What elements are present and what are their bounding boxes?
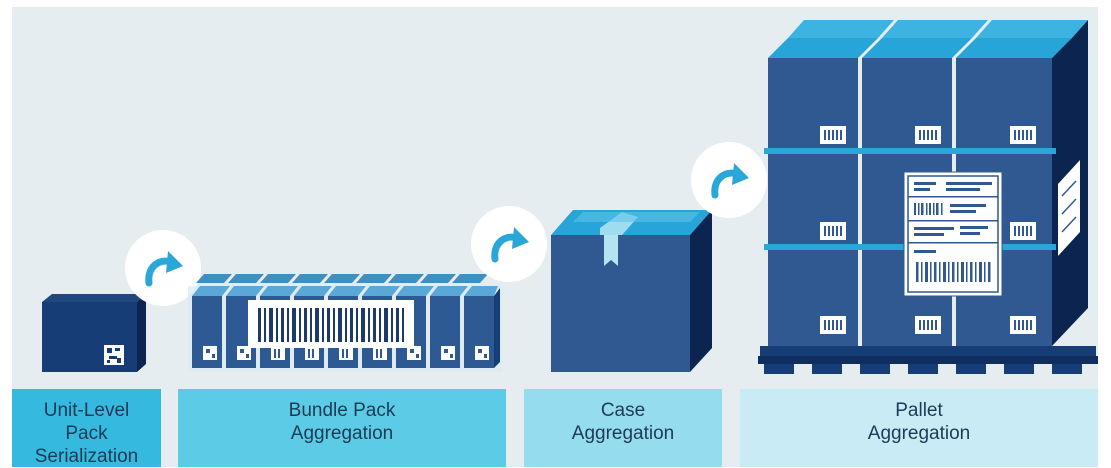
stage-label-text: Unit-Level Pack Serialization: [34, 400, 139, 467]
bundle-pack: [188, 274, 503, 372]
stage-label-unit-level-pack-serialization: Unit-Level Pack Serialization: [12, 389, 161, 467]
pallet-icon: [758, 346, 1098, 374]
stage-label-text: Pallet Aggregation: [867, 400, 971, 444]
unit-pack-box: [42, 294, 146, 372]
pallet-stack: [758, 20, 1098, 374]
case-box: [551, 210, 712, 372]
stage-label-bundle-pack-aggregation: Bundle Pack Aggregation: [178, 389, 506, 467]
curved-arrow-icon: [471, 206, 547, 282]
stage-label-pallet-aggregation: Pallet Aggregation: [740, 389, 1098, 467]
curved-arrow-icon: [125, 230, 201, 306]
stage-label-text: Bundle Pack Aggregation: [288, 400, 396, 444]
curved-arrow-icon: [691, 142, 767, 218]
barcode-icon: [248, 300, 414, 348]
stage-label-text: Case Aggregation: [571, 400, 675, 444]
stage-label-case-aggregation: Case Aggregation: [524, 389, 722, 467]
datamatrix-icon: [104, 345, 124, 365]
shipping-label-icon: [903, 171, 1003, 297]
